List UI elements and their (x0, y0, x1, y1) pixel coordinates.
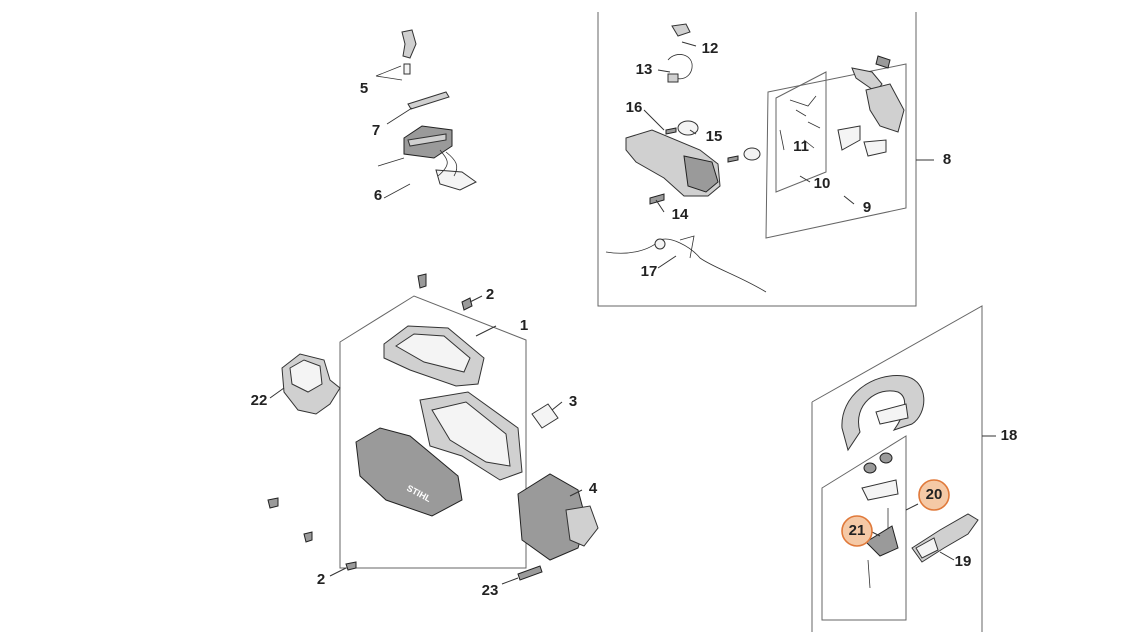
part-label-9[interactable]: 9 (863, 199, 871, 216)
part-label-5[interactable]: 5 (360, 80, 368, 97)
part-label-21[interactable]: 21 (849, 522, 866, 539)
part-label-14[interactable]: 14 (672, 206, 689, 223)
part-group-handle (597, 12, 917, 307)
part-labels: 5 7 6 12 13 16 15 11 8 10 9 14 17 2 1 3 … (251, 40, 1018, 599)
part-label-23[interactable]: 23 (482, 582, 499, 599)
part-label-17[interactable]: 17 (641, 263, 658, 280)
part-label-6[interactable]: 6 (374, 187, 382, 204)
part-label-12[interactable]: 12 (702, 40, 719, 57)
part-label-16[interactable]: 16 (626, 99, 643, 116)
part-label-2-bottom[interactable]: 2 (317, 571, 325, 588)
part-label-10[interactable]: 10 (814, 175, 831, 192)
part-label-3[interactable]: 3 (569, 393, 577, 410)
part-label-4[interactable]: 4 (589, 480, 598, 497)
part-label-1[interactable]: 1 (520, 317, 528, 334)
part-label-22[interactable]: 22 (251, 392, 268, 409)
leader-lines (269, 41, 996, 585)
part-label-11[interactable]: 11 (793, 138, 809, 155)
part-label-7[interactable]: 7 (372, 122, 380, 139)
part-label-15[interactable]: 15 (706, 128, 723, 145)
part-group-housing: STIHL (267, 273, 599, 581)
part-label-8[interactable]: 8 (943, 151, 951, 168)
highlight-marker-20[interactable] (918, 479, 950, 511)
highlight-marker-21[interactable] (841, 515, 873, 547)
part-label-20[interactable]: 20 (926, 486, 943, 503)
part-label-19[interactable]: 19 (955, 553, 972, 570)
part-label-18[interactable]: 18 (1001, 427, 1018, 444)
part-group-bar-handle (811, 305, 983, 632)
part-label-13[interactable]: 13 (636, 61, 653, 78)
part-group-switch (375, 29, 477, 199)
part-label-2-top[interactable]: 2 (486, 286, 494, 303)
